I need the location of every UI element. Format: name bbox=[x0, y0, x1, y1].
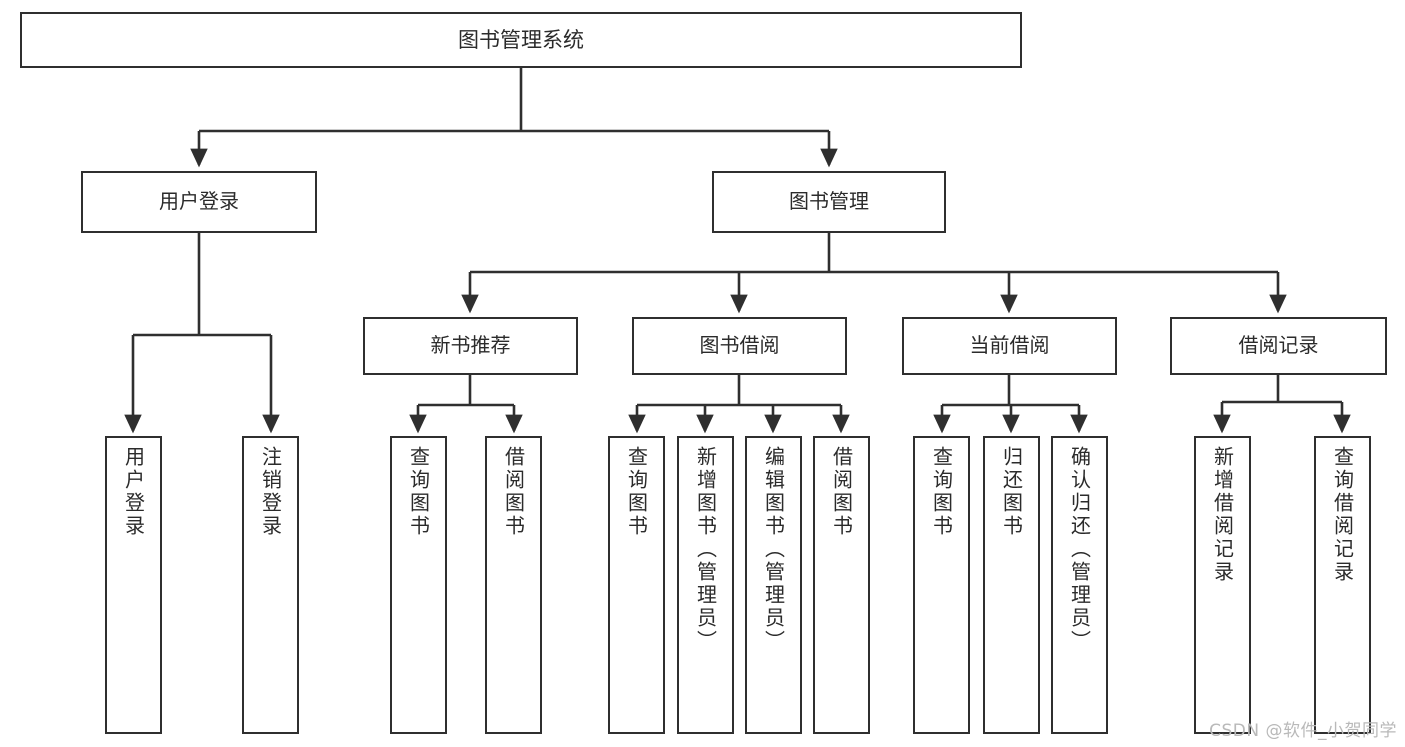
node-leaf-query-book-current[interactable]: 查询图书 bbox=[913, 436, 970, 734]
node-leaf-query-book-borrow[interactable]: 查询图书 bbox=[608, 436, 665, 734]
node-leaf-query-book-recommend[interactable]: 查询图书 bbox=[390, 436, 447, 734]
node-label: 查询图书 bbox=[624, 446, 649, 538]
node-label: 借阅图书 bbox=[501, 446, 526, 538]
node-label: 图书管理 bbox=[789, 189, 869, 214]
node-leaf-borrow-book-recommend[interactable]: 借阅图书 bbox=[485, 436, 542, 734]
node-label: 图书借阅 bbox=[699, 333, 780, 358]
node-label: 借阅图书 bbox=[829, 446, 854, 538]
node-book-management[interactable]: 图书管理 bbox=[712, 171, 946, 233]
node-book-borrowing[interactable]: 图书借阅 bbox=[632, 317, 847, 375]
node-borrowing-record[interactable]: 借阅记录 bbox=[1170, 317, 1387, 375]
node-leaf-user-login[interactable]: 用户登录 bbox=[105, 436, 162, 734]
node-label: 新增图书（管理员） bbox=[693, 446, 718, 653]
node-label: 编辑图书（管理员） bbox=[761, 446, 786, 653]
node-leaf-return-book[interactable]: 归还图书 bbox=[983, 436, 1040, 734]
node-label: 用户登录 bbox=[121, 446, 146, 538]
node-leaf-query-borrow-record[interactable]: 查询借阅记录 bbox=[1314, 436, 1371, 734]
node-label: 注销登录 bbox=[258, 446, 283, 538]
node-label: 查询图书 bbox=[929, 446, 954, 538]
node-new-book-recommendation[interactable]: 新书推荐 bbox=[363, 317, 578, 375]
node-user-login[interactable]: 用户登录 bbox=[81, 171, 317, 233]
node-root-book-management-system[interactable]: 图书管理系统 bbox=[20, 12, 1022, 68]
node-leaf-borrow-book[interactable]: 借阅图书 bbox=[813, 436, 870, 734]
node-label: 用户登录 bbox=[159, 189, 239, 214]
node-label: 图书管理系统 bbox=[458, 27, 584, 52]
node-leaf-logout[interactable]: 注销登录 bbox=[242, 436, 299, 734]
node-label: 借阅记录 bbox=[1238, 333, 1319, 358]
node-leaf-edit-book-admin[interactable]: 编辑图书（管理员） bbox=[745, 436, 802, 734]
node-leaf-add-borrow-record[interactable]: 新增借阅记录 bbox=[1194, 436, 1251, 734]
node-label: 归还图书 bbox=[999, 446, 1024, 538]
node-label: 当前借阅 bbox=[969, 333, 1050, 358]
node-label: 查询借阅记录 bbox=[1330, 446, 1355, 584]
node-leaf-confirm-return-admin[interactable]: 确认归还（管理员） bbox=[1051, 436, 1108, 734]
csdn-watermark: CSDN @软件_小贺同学 bbox=[1209, 721, 1397, 741]
node-current-borrowing[interactable]: 当前借阅 bbox=[902, 317, 1117, 375]
node-label: 新增借阅记录 bbox=[1210, 446, 1235, 584]
node-label: 确认归还（管理员） bbox=[1067, 446, 1092, 653]
node-leaf-add-book-admin[interactable]: 新增图书（管理员） bbox=[677, 436, 734, 734]
node-label: 查询图书 bbox=[406, 446, 431, 538]
node-label: 新书推荐 bbox=[430, 333, 511, 358]
